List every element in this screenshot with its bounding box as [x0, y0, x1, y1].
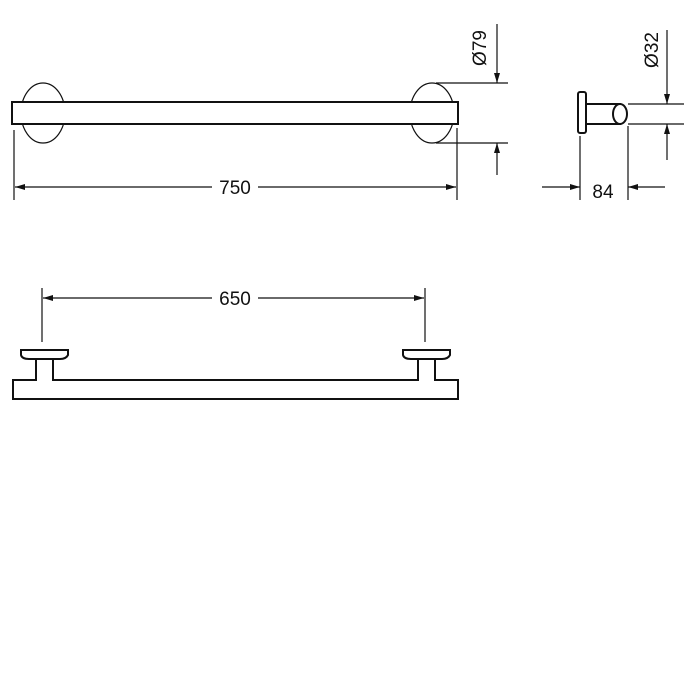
bar-end	[612, 103, 628, 125]
rosette-diameter-dimension: Ø79	[470, 30, 491, 66]
length-dimension: 750	[219, 178, 251, 199]
right-wall-plate	[402, 349, 451, 360]
grab-bar	[11, 101, 459, 125]
wall-plate	[577, 91, 587, 134]
bar-diameter-dimension: Ø32	[642, 32, 663, 68]
top-view: 650	[12, 288, 459, 400]
center-distance-dimension: 650	[219, 289, 251, 310]
left-wall-plate	[20, 349, 69, 360]
front-view: 750 Ø79	[11, 24, 508, 200]
grab-bar-top	[12, 358, 459, 400]
side-view: Ø32 84	[542, 30, 684, 203]
projection-dimension: 84	[592, 182, 614, 203]
